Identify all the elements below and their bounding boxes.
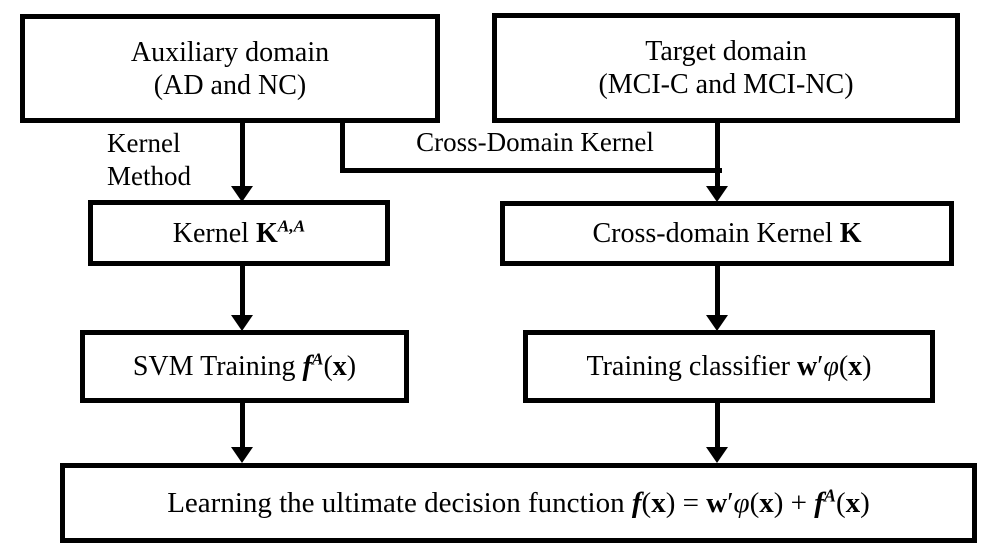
down-arrow-icon [231, 447, 253, 463]
down-arrow-icon [231, 186, 253, 202]
arrow-crossk-to-classifier-line [715, 266, 720, 317]
node-target-domain-line1: Target domain [645, 36, 807, 67]
edge-label-kernel-method-line2: Method [107, 161, 191, 191]
arrow-kernel-to-svm-line [240, 266, 245, 317]
elbow-connector-horizontal [340, 168, 722, 173]
arrow-aux-to-kernel-line [240, 123, 245, 187]
node-target-domain-line2: (MCI-C and MCI-NC) [598, 69, 854, 100]
node-svm-training-label: SVM Training fA(x) [132, 349, 357, 382]
node-auxiliary-domain: Auxiliary domain (AD and NC) [20, 14, 440, 123]
elbow-connector-vertical [340, 123, 345, 173]
node-cross-domain-kernel-label: Cross-domain Kernel K [592, 218, 862, 249]
node-auxiliary-domain-line2: (AD and NC) [153, 69, 307, 101]
down-arrow-icon [706, 315, 728, 331]
edge-label-kernel-method: Kernel Method [107, 127, 191, 193]
edge-label-kernel-method-line1: Kernel [107, 128, 181, 158]
edge-label-cross-domain-kernel: Cross-Domain Kernel [416, 127, 654, 157]
node-target-domain: Target domain (MCI-C and MCI-NC) [492, 13, 960, 123]
node-training-classifier: Training classifier w′φ(x) [523, 330, 935, 403]
node-cross-domain-kernel: Cross-domain Kernel K [500, 201, 954, 266]
arrow-classifier-to-final-line [715, 403, 720, 449]
down-arrow-icon [231, 315, 253, 331]
node-svm-training: SVM Training fA(x) [80, 330, 409, 403]
arrow-target-to-crossk-line [715, 123, 720, 187]
down-arrow-icon [706, 186, 728, 202]
node-final-decision-function-label: Learning the ultimate decision function … [167, 484, 870, 519]
node-final-decision-function: Learning the ultimate decision function … [60, 463, 977, 543]
node-auxiliary-domain-line1: Auxiliary domain [130, 36, 330, 68]
down-arrow-icon [706, 447, 728, 463]
arrow-svm-to-final-line [240, 403, 245, 449]
node-kernel-kaa-label: Kernel KA,A [172, 216, 306, 249]
node-training-classifier-label: Training classifier w′φ(x) [586, 351, 872, 382]
node-kernel-kaa: Kernel KA,A [88, 200, 390, 266]
